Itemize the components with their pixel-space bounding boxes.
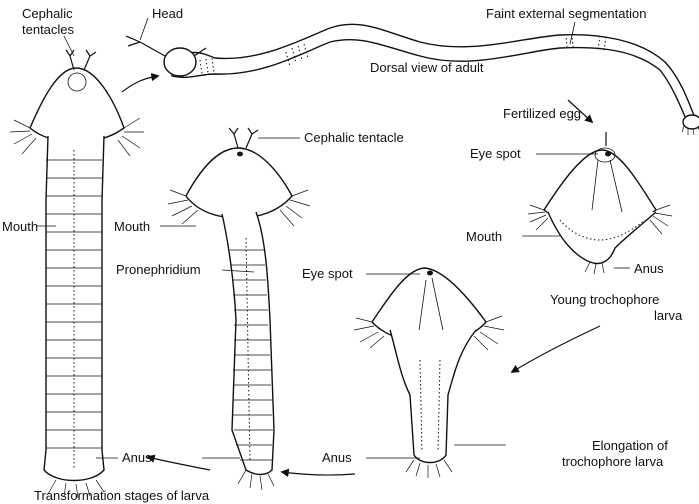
caption: Transformation stages of larva <box>34 488 210 503</box>
label-eye-spot-right: Eye spot <box>470 146 521 161</box>
middle-stage-larva <box>168 128 310 490</box>
label-eye-spot-middle: Eye spot <box>302 266 353 281</box>
label-anus-right: Anus <box>634 261 664 276</box>
label-young-trochophore-1: Young trochophore <box>550 292 659 307</box>
label-pronephridium: Pronephridium <box>116 262 201 277</box>
label-young-trochophore-2: larva <box>654 308 683 323</box>
label-anus-bottom-middle: Anus <box>322 450 352 465</box>
label-head: Head <box>152 6 183 21</box>
label-dorsal-view: Dorsal view of adult <box>370 60 484 75</box>
elongating-larva <box>354 268 504 478</box>
arrow-to-left-stage <box>148 457 210 470</box>
label-fertilized-egg: Fertilized egg <box>503 106 581 121</box>
arrow-to-middle-stage <box>282 472 355 475</box>
label-mouth-middle: Mouth <box>114 219 150 234</box>
adult-head <box>164 48 196 76</box>
label-elongation-2: trochophore larva <box>562 454 664 469</box>
adult-worm <box>126 24 699 135</box>
label-mouth-left: Mouth <box>2 219 38 234</box>
arrow-to-adult <box>122 76 158 92</box>
arrow-to-elongation <box>512 326 600 372</box>
young-trochophore <box>528 148 672 274</box>
label-elongation-1: Elongation of <box>592 438 668 453</box>
label-cephalic-tentacle: Cephalic tentacle <box>304 130 404 145</box>
label-mouth-right: Mouth <box>466 229 502 244</box>
label-anus-bottom-left: Anus <box>122 450 152 465</box>
leader-lines <box>36 18 630 458</box>
label-cephalic-tentacles-1: Cephalic <box>22 6 73 21</box>
label-cephalic-tentacles-2: tentacles <box>22 22 75 37</box>
label-faint-segmentation: Faint external segmentation <box>486 6 646 21</box>
